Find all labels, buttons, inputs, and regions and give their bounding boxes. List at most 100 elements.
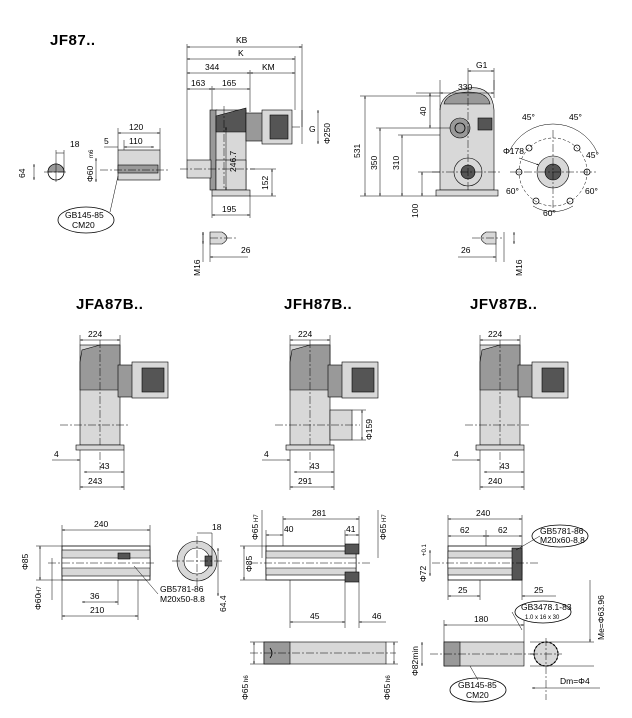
jfv87b-view: 224 4 43 240 [452,329,569,490]
dim-195: 195 [222,204,236,214]
jfv-std-spline: 1.0 x 16 x 30 [525,615,560,621]
jfh-dim-281: 281 [312,508,326,518]
jfh-dim-phi159: Φ159 [364,419,374,440]
jfh87b-view: 224 Φ159 4 43 291 [262,329,379,490]
jfv87b-splined-shaft: 240 62 62 GB5781-86 M20x60-8.8 Φ72 +0.1 … [410,508,606,703]
jfh-dim-40: 40 [284,524,294,534]
jfv-std-gb5781: GB5781-86 [540,526,584,536]
jfv-dim-240b: 240 [476,508,490,518]
jf87-front-dimensions: KB K 344 KM 163 165 G Φ250 246.7 [186,35,332,218]
dim-m16-left: M16 [192,259,202,276]
jfh-dim-45: 45 [310,611,320,621]
dim-531: 531 [352,144,362,158]
jfa-dim-243: 243 [88,476,102,486]
jfv-std-gb3478: GB3478.1-83 [521,602,572,612]
jfa-dim-18: 18 [212,522,222,532]
jfv-dim-62-a: 62 [460,525,470,535]
jf87-side-view [432,84,500,197]
jfh-dim-phi65-c: Φ65 [240,683,250,700]
dim-330: 330 [458,82,472,92]
dim-kb: KB [236,35,248,45]
jfh-tol-h6-b: h6 [386,675,392,682]
dim-g: G [309,124,316,134]
jfh-tol-h7-a: H7 [254,514,260,522]
jfa87b-hollow-shaft: 240 Φ85 Φ60 H7 36 210 GB5781-86 M20x50-8… [20,519,228,620]
tol-m6: m6 [89,149,95,158]
jfv-dim-224: 224 [488,329,502,339]
jfa-dim-4: 4 [54,449,59,459]
title-jf87: JF87.. [50,32,96,49]
jf87-shaft-key-detail: 18 64 120 110 5 Φ60 m6 GB145-85 CM20 [17,122,168,234]
dim-18: 18 [70,139,80,149]
jfv-std-gb145: GB145-85 [458,680,497,690]
dim-5: 5 [104,136,109,146]
dim-310: 310 [391,156,401,170]
jfv-tol: +0.1 [422,543,428,556]
jfv-dim-dm: Dm=Φ4 [560,676,590,686]
jf87-flange-bolt-pattern: 45° 45° 45° Φ178 60° 60° 60° [503,112,599,218]
jf87-front-view [180,106,302,197]
dim-350: 350 [369,156,379,170]
title-jfh87b: JFH87B.. [284,296,353,313]
jfh-dim-phi65-b: Φ65 [378,523,388,540]
angle-45-c: 45° [586,150,599,160]
std-gb145: GB145-85 [65,210,104,220]
jfh87b-shrink-disc-shaft: 281 40 41 Φ65 H7 Φ65 H7 Φ85 45 46 [240,508,398,700]
dim-phi250: Φ250 [322,123,332,144]
jfa-std-m20: M20x50-8.8 [160,594,205,604]
jfv-dim-25-a: 25 [458,585,468,595]
std-cm20: CM20 [72,220,95,230]
dim-m16-right: M16 [514,259,524,276]
jfv-dim-phi72: Φ72 [418,565,428,582]
dim-40: 40 [418,106,428,116]
dim-344: 344 [205,62,219,72]
angle-60-a: 60° [506,186,519,196]
dim-165: 165 [222,78,236,88]
jfv-dim-me: Me=Φ63.96 [596,595,606,640]
dim-64: 64 [17,168,27,178]
dim-152: 152 [260,176,270,190]
dim-phi60: Φ60 [85,165,95,182]
dim-26-right: 26 [461,245,471,255]
jfv-std-m20: M20x60-8.8 [540,535,585,545]
jfh-dim-41: 41 [346,524,356,534]
angle-45-a: 45° [522,112,535,122]
jfa-dim-36: 36 [90,591,100,601]
jfh-dim-43: 43 [310,461,320,471]
jfv-std-cm20: CM20 [466,690,489,700]
jfa-dim-43: 43 [100,461,110,471]
jf87-thread-detail-left: 26 M16 [192,231,251,276]
jfh-dim-phi65-a: Φ65 [250,523,260,540]
jfv-dim-25-b: 25 [534,585,544,595]
jfv-dim-4: 4 [454,449,459,459]
jfa-dim-240: 240 [94,519,108,529]
jfv-dim-43: 43 [500,461,510,471]
jfa-tol-h7: H7 [37,586,43,594]
jf87-side-dimensions: G1 330 40 531 350 310 [352,60,495,218]
angle-45-b: 45° [569,112,582,122]
angle-60-c: 60° [543,208,556,218]
jfh-dim-4: 4 [264,449,269,459]
dim-246-7: 246.7 [228,150,238,172]
dim-g1: G1 [476,60,488,70]
dim-163: 163 [191,78,205,88]
dim-110: 110 [129,136,143,146]
jfh-dim-phi85: Φ85 [244,555,254,572]
dim-120: 120 [129,122,143,132]
jfh-tol-h6-a: h6 [244,675,250,682]
jfa-dim-210: 210 [90,605,104,615]
jfa87b-view: 224 4 43 243 [52,329,169,490]
jfa-dim-64-4: 64.4 [218,595,228,612]
dim-26-left: 26 [241,245,251,255]
jfh-dim-291: 291 [298,476,312,486]
jfa-dim-phi60: Φ60 [33,593,43,610]
jfa-dim-phi85: Φ85 [20,553,30,570]
jfa-std-gb5781: GB5781-86 [160,584,204,594]
title-jfv87b: JFV87B.. [470,296,538,313]
jfh-dim-phi65-d: Φ65 [382,683,392,700]
dim-k: K [238,48,244,58]
jfh-dim-46: 46 [372,611,382,621]
jfh-dim-224: 224 [298,329,312,339]
jfv-dim-240: 240 [488,476,502,486]
